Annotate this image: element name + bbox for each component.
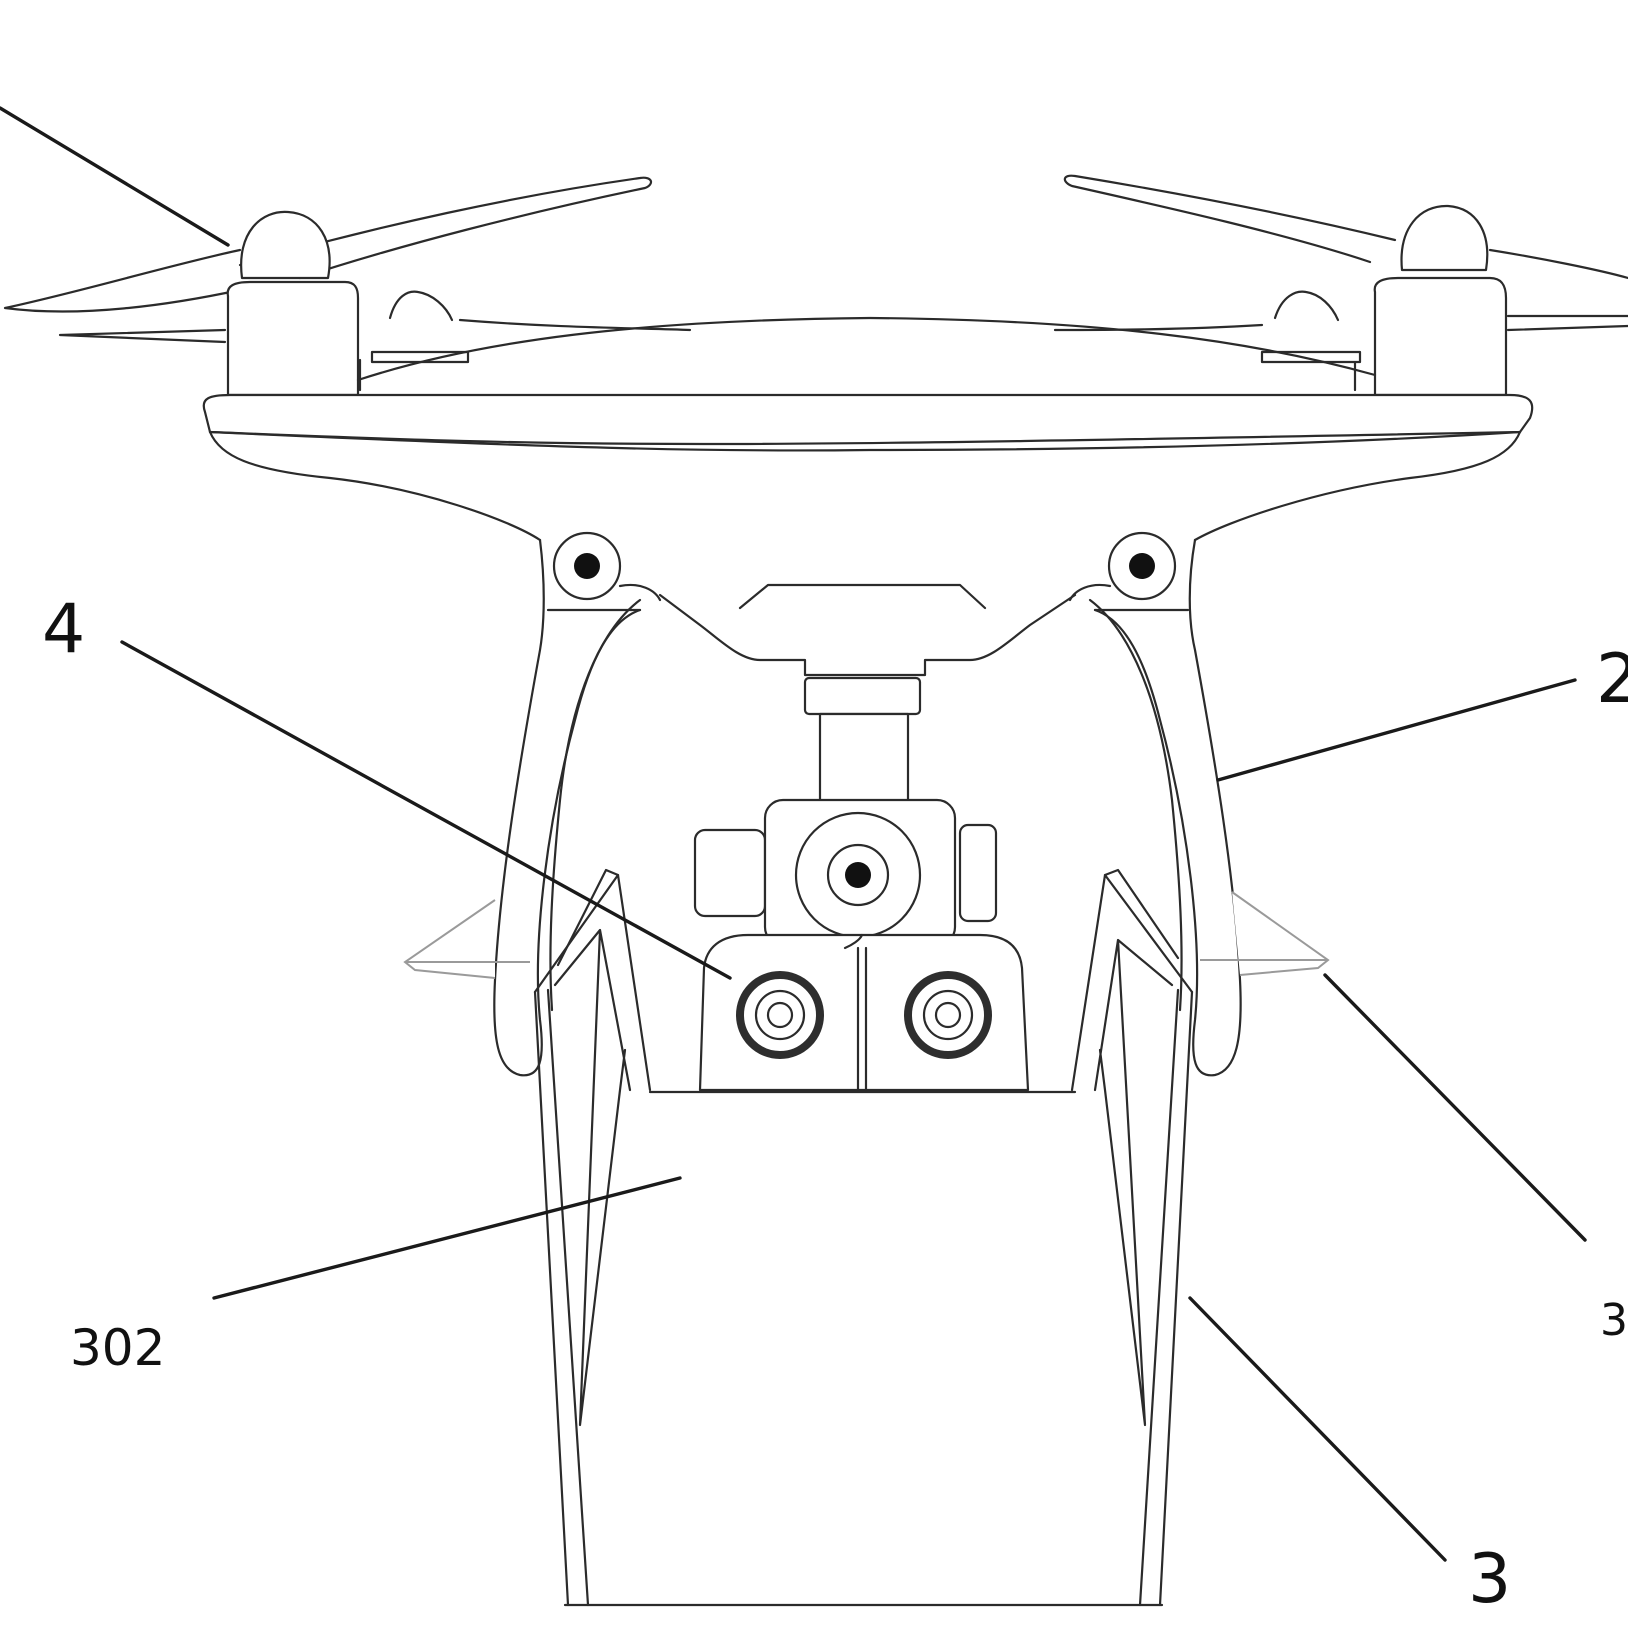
- leader-line-302: [212, 1176, 682, 1300]
- left-gear-mount: [552, 531, 622, 601]
- ref-label-4: 4: [42, 590, 85, 669]
- camera-lens-center: [845, 862, 871, 888]
- left-sensor-core: [766, 1001, 794, 1029]
- left-arm-top: [356, 316, 1377, 382]
- right-propeller-blade-lower: [1488, 248, 1628, 280]
- cargo-box-right-wall-outer: [1158, 990, 1194, 1607]
- left-sensor-inner: [754, 989, 806, 1041]
- right-motor-housing: [1373, 276, 1508, 397]
- gimbal-top-plate: [738, 583, 987, 610]
- landing-gear: [493, 531, 1242, 1077]
- left-landing-leg-outer: [493, 538, 642, 1077]
- right-sensor-ring: [904, 971, 992, 1059]
- main-body-plate: [202, 393, 1534, 446]
- left-propeller-blade-upper: [238, 176, 653, 280]
- left-motor-cap: [240, 210, 331, 280]
- left-landing-leg-inner: [549, 598, 642, 1012]
- leader-line-2: [1216, 678, 1577, 782]
- cargo-box-right-wall-inner: [1138, 988, 1180, 1607]
- ref-label-3-partial: 3: [1600, 1295, 1628, 1346]
- cargo-box-right-v-fold: [1093, 938, 1174, 1427]
- right-motor-cap: [1400, 204, 1489, 272]
- right-side-flap: [1200, 891, 1330, 976]
- right-propeller-tip-lower: [1506, 314, 1628, 332]
- leader-line-4: [120, 640, 732, 980]
- leader-line-3-partial: [1323, 973, 1587, 1242]
- left-propeller-blade-lower: [3, 248, 242, 313]
- right-motor-mount-block: [1260, 350, 1362, 392]
- gimbal-camera: [658, 583, 1077, 947]
- leader-line-top-left: [0, 106, 230, 247]
- left-sensor-ring: [736, 971, 824, 1059]
- gimbal-upper-cover: [658, 593, 1077, 677]
- side-flaps: [403, 891, 1330, 979]
- reference-numerals: 4 2 3 302 3: [42, 590, 1628, 1619]
- right-gear-mount-pin: [1129, 553, 1155, 579]
- cargo-box-left-wall-inner: [546, 988, 590, 1607]
- body-underside-right: [1193, 430, 1522, 542]
- right-motor-mount-bump: [1273, 290, 1340, 322]
- left-landing-leg-bracket: [546, 583, 662, 612]
- camera-side-left: [693, 828, 767, 918]
- right-propeller-assembly: [1063, 174, 1628, 397]
- right-landing-leg-outer: [1093, 538, 1242, 1077]
- left-sensor: [736, 971, 824, 1059]
- cargo-box-right-panel-top: [1103, 868, 1180, 960]
- main-body-plate-center-line: [208, 430, 1522, 452]
- left-propeller-tip-lower: [58, 328, 227, 344]
- camera-side-right: [958, 823, 998, 923]
- right-sensor: [904, 971, 992, 1059]
- right-propeller-blade-upper: [1063, 174, 1397, 264]
- cargo-box-left-v-fold: [553, 928, 632, 1427]
- ref-label-302: 302: [70, 1319, 165, 1377]
- cargo-box: [533, 868, 1194, 1607]
- right-landing-leg-inner: [1088, 598, 1183, 1012]
- left-side-flap: [403, 899, 530, 979]
- right-gear-mount: [1107, 531, 1177, 601]
- left-motor-housing: [226, 280, 360, 397]
- left-motor-mount-bump: [388, 290, 454, 322]
- body-underside-left: [208, 430, 542, 542]
- cargo-box-left-wall-outer: [533, 990, 570, 1607]
- leader-line-3: [1188, 1296, 1447, 1562]
- gimbal-neck: [818, 712, 910, 804]
- top-shell-crease-left: [458, 318, 692, 332]
- leader-lines: [0, 106, 1587, 1562]
- left-motor-mount-block: [358, 350, 470, 392]
- gimbal-neck-ring: [803, 676, 922, 716]
- ref-label-3: 3: [1468, 1540, 1511, 1619]
- top-shell-crease-right: [1053, 323, 1264, 332]
- right-sensor-core: [934, 1001, 962, 1029]
- left-propeller-assembly: [3, 176, 653, 397]
- sensor-module-divider: [843, 933, 868, 1092]
- sensor-module: [698, 933, 1030, 1092]
- cargo-box-left-panel-top: [556, 868, 620, 967]
- right-sensor-inner: [922, 989, 974, 1041]
- drone-body: [202, 316, 1534, 542]
- left-gear-mount-pin: [574, 553, 600, 579]
- ref-label-2: 2: [1596, 640, 1628, 719]
